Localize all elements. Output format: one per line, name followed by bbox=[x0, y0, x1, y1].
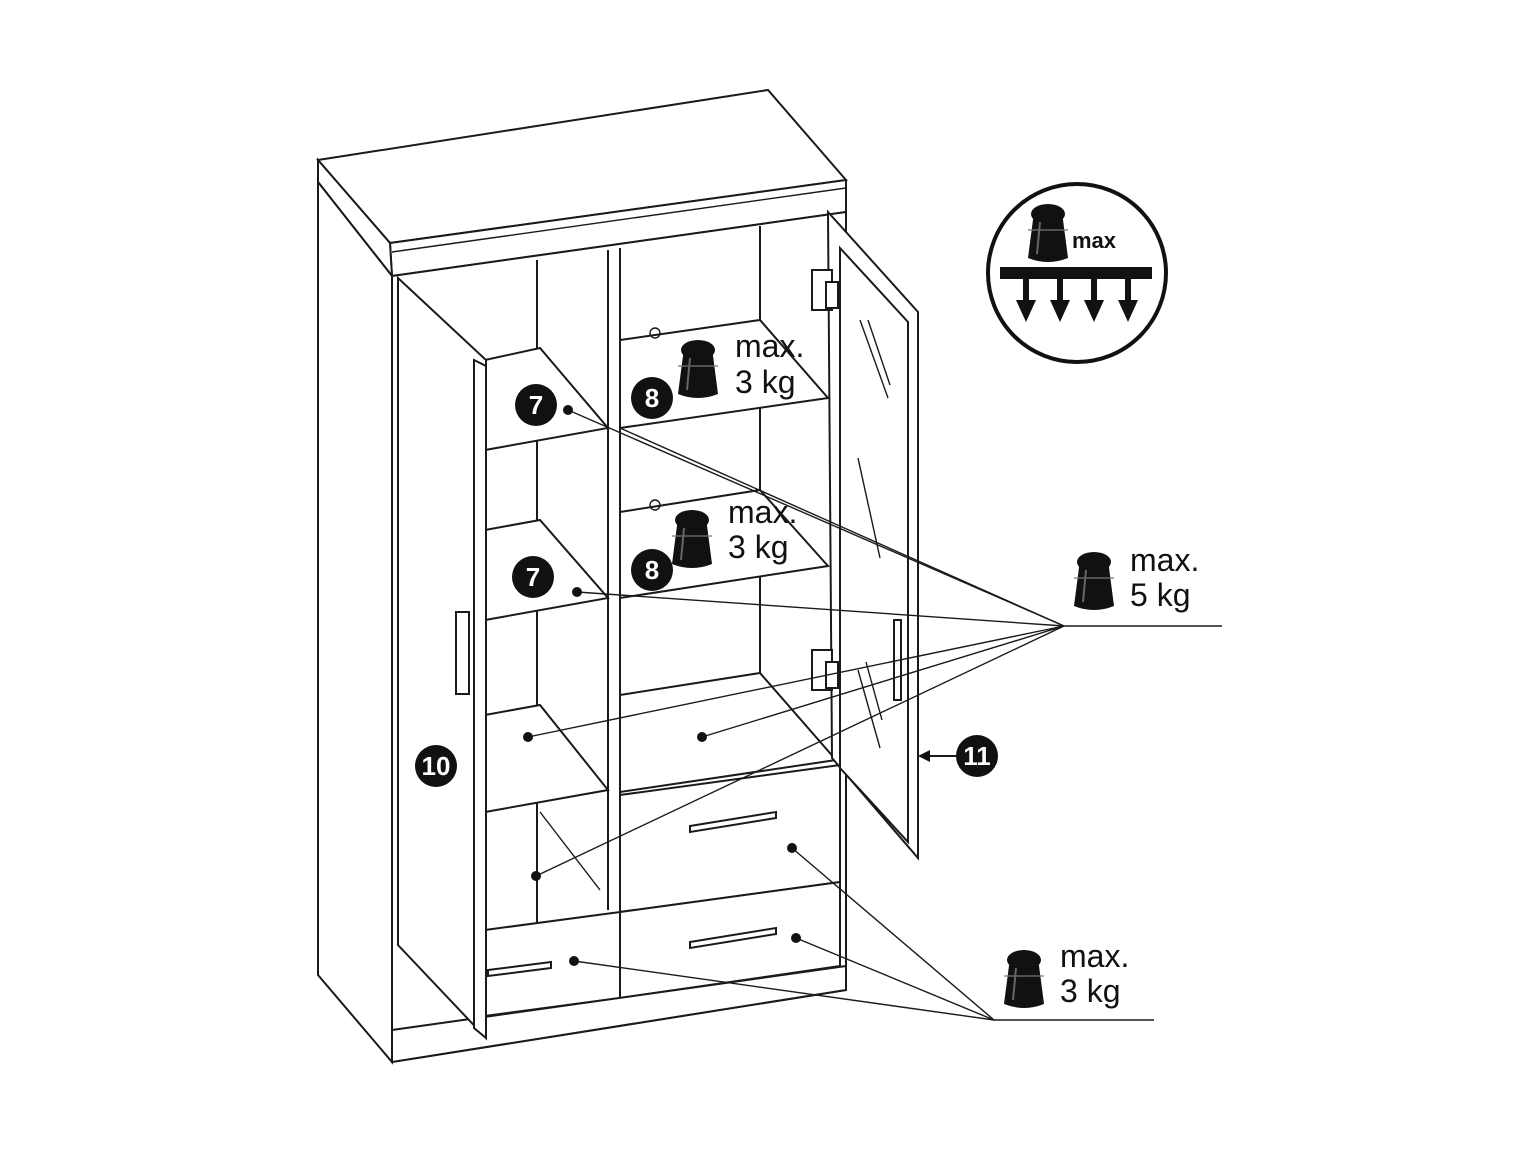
badge-left-door: 10 bbox=[415, 745, 457, 787]
right-glass-door bbox=[811, 209, 919, 861]
svg-text:8: 8 bbox=[645, 383, 659, 413]
mid-glass-max-label: max. bbox=[728, 494, 797, 530]
cabinet-top bbox=[316, 88, 848, 280]
load-icon-max-label: max bbox=[1072, 228, 1117, 253]
badge-glass-lower: 8 bbox=[631, 549, 673, 591]
left-side-panel bbox=[317, 179, 393, 1065]
weight-icon bbox=[1073, 551, 1115, 611]
weight-icon bbox=[1003, 949, 1045, 1009]
svg-text:7: 7 bbox=[526, 562, 540, 592]
weight-icon bbox=[677, 339, 719, 399]
badge-glass-upper: 8 bbox=[631, 377, 673, 419]
left-door bbox=[397, 275, 487, 1041]
shelves-kg-label: 5 kg bbox=[1130, 577, 1190, 613]
badge-shelf-upper: 7 bbox=[515, 384, 557, 426]
drawers-max-label: max. bbox=[1060, 938, 1129, 974]
svg-text:8: 8 bbox=[645, 555, 659, 585]
top-glass-max-label: max. bbox=[735, 328, 804, 364]
svg-text:10: 10 bbox=[422, 751, 451, 781]
svg-text:7: 7 bbox=[529, 390, 543, 420]
top-glass-kg-label: 3 kg bbox=[735, 364, 795, 400]
svg-text:11: 11 bbox=[963, 741, 991, 771]
badge-right-door: 11 bbox=[956, 735, 998, 777]
mid-glass-kg-label: 3 kg bbox=[728, 529, 788, 565]
badge-shelf-lower: 7 bbox=[512, 556, 554, 598]
leader-lines bbox=[523, 405, 1222, 1021]
weight-icon bbox=[671, 509, 713, 569]
shelves-max-label: max. bbox=[1130, 542, 1199, 578]
max-load-icon: max bbox=[986, 182, 1168, 364]
drawers-kg-label: 3 kg bbox=[1060, 973, 1120, 1009]
